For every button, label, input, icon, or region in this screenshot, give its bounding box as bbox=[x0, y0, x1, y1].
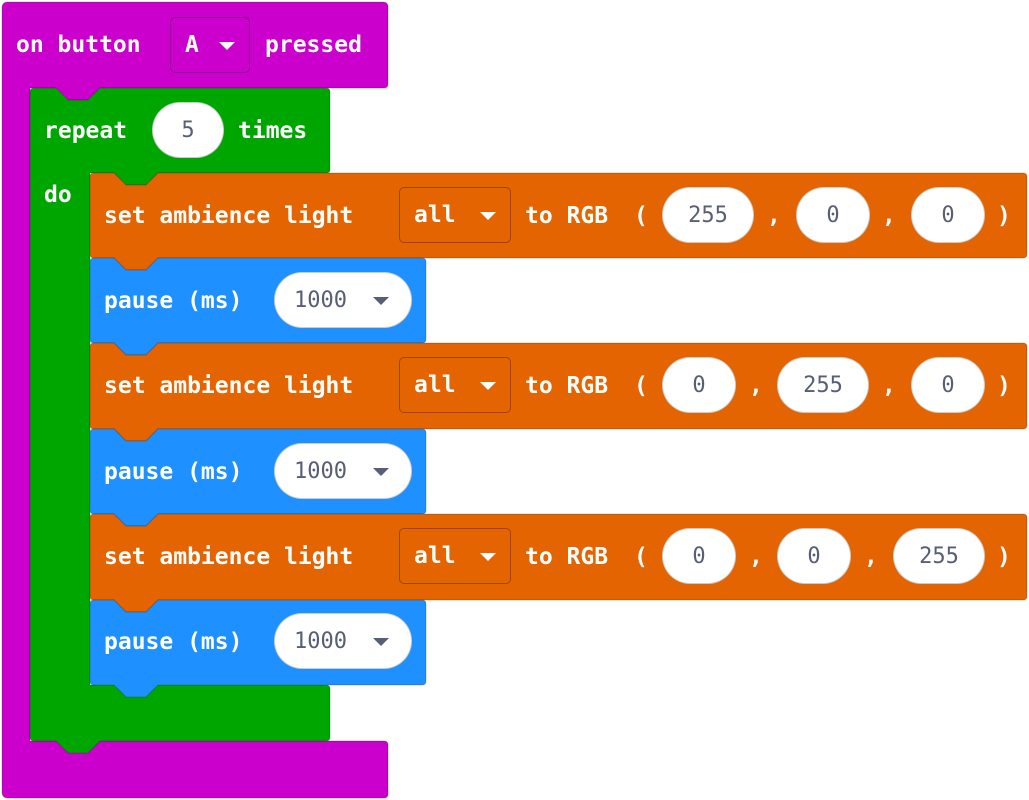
ambience-target-value: all bbox=[414, 543, 456, 569]
open-paren: ( bbox=[634, 544, 648, 570]
event-label-prefix: on button bbox=[16, 32, 141, 58]
rgb-blue-input[interactable]: 0 bbox=[911, 357, 985, 413]
rgb-blue-input[interactable]: 255 bbox=[893, 528, 985, 584]
repeat-do-label: do bbox=[44, 182, 72, 208]
comma: , bbox=[749, 544, 763, 570]
pause-duration-input[interactable]: 1000 bbox=[274, 272, 412, 328]
rgb-blue-input[interactable]: 0 bbox=[911, 187, 985, 243]
rgb-green-input[interactable]: 255 bbox=[777, 357, 869, 413]
ambience-target-dropdown[interactable]: all bbox=[399, 357, 511, 413]
pause-label: pause (ms) bbox=[104, 459, 243, 485]
ambience-target-dropdown[interactable]: all bbox=[399, 528, 511, 584]
rgb-green-input[interactable]: 0 bbox=[777, 528, 851, 584]
rgb-red-input[interactable]: 0 bbox=[662, 528, 736, 584]
button-selector-dropdown[interactable]: A bbox=[170, 17, 250, 73]
rgb-red-value: 255 bbox=[688, 202, 728, 228]
ambience-target-value: all bbox=[414, 202, 456, 228]
comma: , bbox=[882, 373, 896, 399]
pause-duration-value: 1000 bbox=[294, 287, 347, 313]
rgb-red-input[interactable]: 255 bbox=[662, 187, 754, 243]
to-rgb-label: to RGB bbox=[525, 203, 609, 229]
pause-duration-value: 1000 bbox=[294, 458, 347, 484]
close-paren: ) bbox=[997, 203, 1011, 229]
button-selector-value: A bbox=[185, 32, 199, 58]
dropdown-caret-icon bbox=[480, 212, 496, 220]
rgb-green-value: 0 bbox=[807, 543, 821, 569]
rgb-green-input[interactable]: 0 bbox=[796, 187, 870, 243]
pause-label: pause (ms) bbox=[104, 288, 243, 314]
comma: , bbox=[864, 544, 878, 570]
rgb-blue-value: 0 bbox=[941, 202, 955, 228]
pause-label: pause (ms) bbox=[104, 629, 243, 655]
rgb-red-value: 0 bbox=[692, 543, 706, 569]
repeat-count-value: 5 bbox=[181, 117, 195, 143]
ambience-target-value: all bbox=[414, 372, 456, 398]
to-rgb-label: to RGB bbox=[525, 373, 609, 399]
to-rgb-label: to RGB bbox=[525, 544, 609, 570]
event-label-suffix: pressed bbox=[265, 32, 362, 58]
close-paren: ) bbox=[997, 544, 1011, 570]
pause-duration-value: 1000 bbox=[294, 628, 347, 654]
comma: , bbox=[749, 373, 763, 399]
rgb-red-input[interactable]: 0 bbox=[662, 357, 736, 413]
set-ambience-label: set ambience light bbox=[104, 373, 354, 399]
dropdown-caret-icon bbox=[373, 468, 389, 476]
rgb-blue-value: 255 bbox=[919, 543, 959, 569]
close-paren: ) bbox=[997, 373, 1011, 399]
open-paren: ( bbox=[634, 373, 648, 399]
repeat-count-input[interactable]: 5 bbox=[152, 102, 224, 158]
repeat-times-label: times bbox=[238, 118, 308, 144]
ambience-target-dropdown[interactable]: all bbox=[399, 187, 511, 243]
pause-duration-input[interactable]: 1000 bbox=[274, 613, 412, 669]
open-paren: ( bbox=[634, 203, 648, 229]
dropdown-caret-icon bbox=[373, 297, 389, 305]
pause-duration-input[interactable]: 1000 bbox=[274, 443, 412, 499]
rgb-blue-value: 0 bbox=[941, 372, 955, 398]
dropdown-caret-icon bbox=[219, 42, 235, 50]
rgb-green-value: 255 bbox=[803, 372, 843, 398]
event-block-shape[interactable] bbox=[1, 1, 389, 799]
comma: , bbox=[767, 203, 781, 229]
set-ambience-label: set ambience light bbox=[104, 203, 354, 229]
dropdown-caret-icon bbox=[480, 553, 496, 561]
comma: , bbox=[882, 203, 896, 229]
repeat-label: repeat bbox=[44, 118, 128, 144]
dropdown-caret-icon bbox=[373, 638, 389, 646]
set-ambience-label: set ambience light bbox=[104, 544, 354, 570]
rgb-red-value: 0 bbox=[692, 372, 706, 398]
statement-shape-1[interactable] bbox=[89, 172, 1028, 271]
rgb-green-value: 0 bbox=[826, 202, 840, 228]
dropdown-caret-icon bbox=[480, 382, 496, 390]
